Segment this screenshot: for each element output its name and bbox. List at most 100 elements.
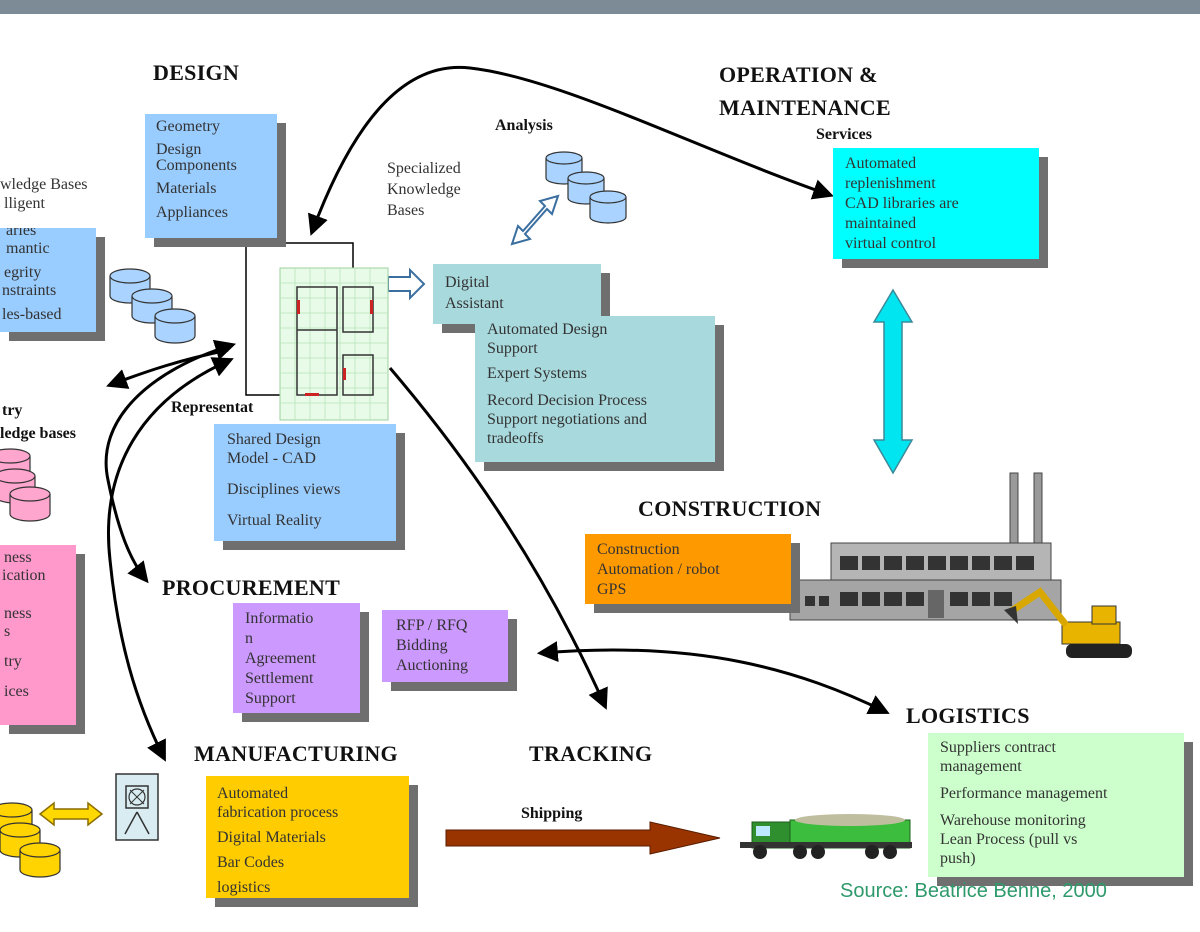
hollow-double-arrow-diagonal [510, 194, 560, 246]
heading-design: DESIGN [153, 60, 240, 85]
left-pink-box: ness ication ness s try ices [0, 545, 76, 725]
manufacturing-line4: Bar Codes [217, 854, 285, 871]
database-icon-analysis [545, 151, 627, 224]
specialized-kb-line3: Bases [387, 202, 425, 219]
database-icon-industry [0, 448, 51, 522]
shipping-arrow [445, 821, 721, 855]
manufacturing-line2: fabrication process [217, 804, 339, 821]
shared-model-line4: Virtual Reality [227, 512, 322, 529]
design-item-geometry: Geometry [156, 118, 220, 135]
left-kb-line1: wledge Bases [0, 176, 88, 193]
logistics-line6: push) [940, 850, 976, 867]
construction-box: Construction Automation / robot GPS [585, 534, 791, 604]
left-kb-line3: aries [6, 228, 37, 239]
heading-tracking: TRACKING [529, 741, 653, 766]
digital-assistant-line2: Assistant [445, 295, 504, 312]
left-pink-line3: ness [4, 605, 32, 622]
source-caption: Source: Beatrice Benne, 2000 [840, 880, 1107, 902]
shared-model-line1: Shared Design [227, 431, 321, 448]
procurement-rfp-line1: RFP / RFQ [396, 617, 468, 634]
construction-line3: GPS [597, 581, 627, 598]
specialized-kb-line1: Specialized [387, 160, 461, 177]
procurement-info-line4: Settlement [245, 670, 314, 687]
services-box: Automated replenishment CAD libraries ar… [833, 148, 1039, 259]
label-services: Services [816, 126, 872, 143]
left-kb-line4: mantic [6, 240, 50, 257]
digital-assistant-line1: Digital [445, 274, 490, 291]
left-kb-line5: egrity [4, 264, 42, 281]
design-item-materials: Materials [156, 180, 217, 197]
procurement-rfp-line2: Bidding [396, 637, 448, 654]
specialized-kb-line2: Knowledge [387, 181, 461, 198]
heading-operation-line2: MAINTENANCE [719, 95, 891, 120]
procurement-rfp-line3: Auctioning [396, 657, 468, 674]
manufacturing-line5: logistics [217, 879, 271, 896]
arrow-design-to-operation [308, 65, 834, 236]
automated-support-line5: Support negotiations and [487, 411, 647, 428]
digital-assistant-box: Digital Assistant [433, 264, 601, 324]
shared-model-line2: Model - CAD [227, 450, 316, 467]
double-arrow-yellow [38, 801, 104, 827]
left-pink-line6: ices [4, 683, 29, 700]
logistics-line5: Lean Process (pull vs [940, 831, 1078, 848]
services-line5: virtual control [845, 235, 937, 252]
label-industry-kb-line2: ledge bases [0, 425, 76, 442]
left-kb-box: aries mantic egrity nstraints les-based [0, 228, 96, 332]
left-kb-line6: nstraints [2, 282, 57, 299]
logistics-line1: Suppliers contract [940, 739, 1056, 756]
design-box: Geometry Design Components Materials App… [145, 114, 277, 238]
procurement-info-line3: Agreement [245, 650, 317, 667]
label-shipping: Shipping [521, 805, 583, 822]
automated-support-line2: Support [487, 340, 538, 357]
services-line4: maintained [845, 215, 917, 232]
label-analysis: Analysis [495, 117, 553, 134]
logistics-line2: management [940, 758, 1022, 775]
services-line1: Automated [845, 155, 917, 172]
shared-model-line3: Disciplines views [227, 481, 341, 498]
manufacturing-box: Automated fabrication process Digital Ma… [206, 776, 409, 898]
factory-icon [789, 472, 1062, 621]
procurement-info-line1: Informatio [245, 610, 314, 627]
heading-procurement: PROCUREMENT [162, 575, 341, 600]
left-kb-line2: lligent [4, 195, 45, 212]
shared-model-box: Shared Design Model - CAD Disciplines vi… [214, 424, 396, 541]
design-item-appliances: Appliances [156, 204, 228, 221]
logistics-line3: Performance management [940, 785, 1108, 802]
manufacturing-line1: Automated [217, 785, 289, 802]
automated-support-line4: Record Decision Process [487, 392, 647, 409]
label-representation: Representat [171, 399, 254, 416]
truck-icon [740, 814, 912, 859]
label-industry-kb-line1: try [2, 402, 23, 419]
left-pink-line4: s [4, 623, 11, 640]
label-industry-kb: try ledge bases [0, 399, 76, 445]
arrow-procurement-to-logistics [536, 641, 890, 715]
heading-operation-line1: OPERATION & [719, 62, 878, 87]
procurement-info-line2: n [245, 630, 253, 647]
manufacturing-line3: Digital Materials [217, 829, 326, 846]
construction-line2: Automation / robot [597, 561, 720, 578]
arrow-representation-to-left [106, 348, 229, 389]
automated-support-box: Automated Design Support Expert Systems … [475, 316, 715, 462]
floor-plan-icon [279, 267, 389, 421]
services-line3: CAD libraries are [845, 195, 959, 212]
procurement-rfp-box: RFP / RFQ Bidding Auctioning [382, 610, 508, 682]
heading-construction: CONSTRUCTION [638, 496, 822, 521]
double-arrow-cyan [872, 288, 914, 475]
procurement-info-box: Informatio n Agreement Settlement Suppor… [233, 603, 360, 713]
logistics-box: Suppliers contract management Performanc… [928, 733, 1184, 877]
construction-line1: Construction [597, 541, 680, 558]
left-pink-line2: ication [2, 567, 46, 584]
services-line2: replenishment [845, 175, 936, 192]
design-item-design: Design [156, 141, 202, 158]
automated-support-line1: Automated Design [487, 321, 608, 338]
excavator-icon [1004, 587, 1132, 658]
heading-manufacturing: MANUFACTURING [194, 741, 398, 766]
left-kb-line7: les-based [2, 306, 62, 323]
heading-logistics: LOGISTICS [906, 703, 1030, 728]
left-pink-line1: ness [4, 549, 32, 566]
logistics-line4: Warehouse monitoring [940, 812, 1086, 829]
procurement-info-line5: Support [245, 690, 296, 707]
automated-support-line3: Expert Systems [487, 365, 587, 382]
automated-support-line6: tradeoffs [487, 430, 544, 447]
